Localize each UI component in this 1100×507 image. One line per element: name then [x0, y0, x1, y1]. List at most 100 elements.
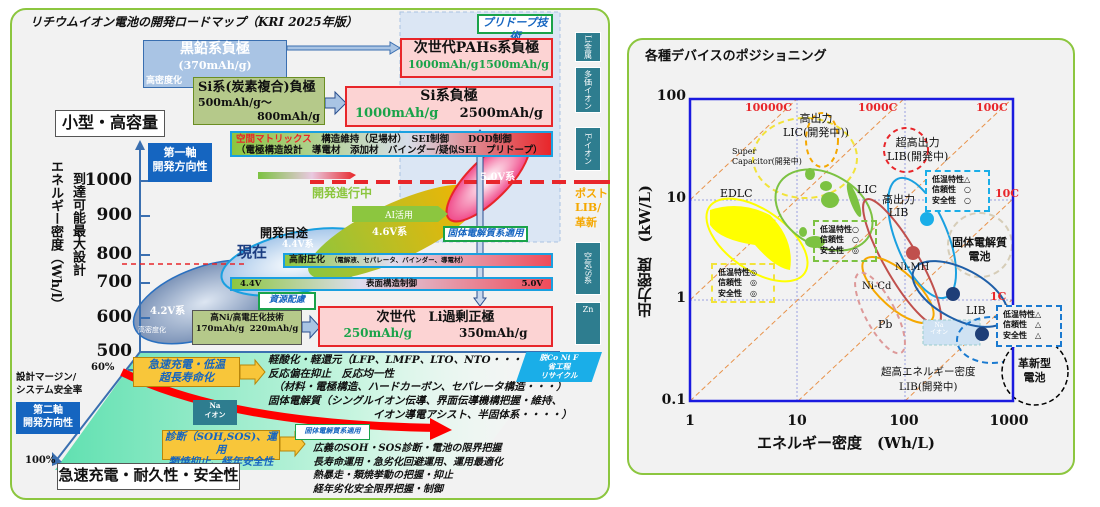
list-item: イオン導電アシスト、半固体系・・・・）: [268, 408, 572, 421]
arrow-si: [324, 90, 347, 116]
spatial-matrix-banner: 空間マトリックス 構造維持（足場材） SEI制御 DOD制御 （電極構造設計 導…: [230, 131, 553, 157]
label-innovative-battery: 革新型 電池: [1018, 357, 1051, 385]
label-ni-mh: Ni-MH: [895, 262, 930, 273]
solid-electrolyte-apply-label: 固体電解質系適用: [443, 226, 528, 242]
post-zinc: Zn: [575, 302, 601, 345]
list-item: 固体電解質（シングルイオン伝導、界面伝導機構把握・維持、: [268, 394, 562, 407]
y-tick-100: 100: [656, 88, 686, 104]
c-rate-lines: [690, 99, 1013, 401]
y-axis-label: エネルギー密度（Wh/l）: [48, 160, 63, 311]
lib-point-1: [946, 287, 960, 301]
second-axis-arrowhead: [52, 452, 62, 466]
rating-line: 信頼性 ○: [820, 234, 859, 245]
post-li-metal: Li金属: [575, 32, 601, 62]
high-power-lib-point: [920, 212, 934, 226]
arrow-graphite: [286, 41, 401, 55]
rating-line: 安全性 ◎: [718, 287, 757, 298]
lic-data-blobs: [799, 168, 862, 248]
target-label: 開発目途: [260, 226, 309, 240]
c-label-1c: 1C: [990, 290, 1007, 303]
label-edlc: EDLC: [720, 187, 753, 200]
c-label-10c: 10C: [995, 187, 1019, 200]
ultra-high-power-lib-region: [883, 127, 929, 173]
super-capacitor-region: [752, 117, 858, 199]
rating-line: 信頼性 ◎: [718, 277, 757, 288]
list-item: 軽酸化・軽還元（LFP、LMFP、LTO、NTO・・・・: [268, 354, 533, 366]
now-label: 現在: [237, 243, 268, 261]
pb-region: [854, 271, 906, 355]
pct-100: 100%: [25, 455, 56, 466]
matrix-line-1: 構造維持（足場材） SEI制御 DOD制御: [321, 134, 512, 145]
v44-label: 4.4V系: [282, 240, 314, 250]
predope-label: プリドープ技術: [477, 14, 553, 43]
list-item: 広義のSOH・SOS診断・電池の限界把握: [313, 443, 502, 454]
label-pb: Pb: [878, 318, 893, 331]
rating-line: 安全性 ◎: [820, 244, 859, 255]
si-value-1: 1000mAh/g: [355, 105, 439, 121]
y-tick-600: 600: [96, 307, 133, 327]
diagnosis-list: 広義のSOH・SOS診断・電池の限界把握 長寿命運用・急劣化回避運用、運用最適化…: [313, 442, 503, 496]
ai-arrow: [352, 206, 448, 222]
red-curve-arrowhead: [430, 418, 452, 440]
si-value-2: 2500mAh/g: [459, 105, 543, 121]
pahs-value-2: 1500mAh/g: [478, 57, 550, 71]
li-rich-value-2: 350mAh/g: [458, 326, 528, 341]
matrix-title: 空間マトリックス: [236, 134, 312, 145]
ai-label: AI活用: [385, 211, 414, 221]
y-tick-0.1: 0.1: [661, 392, 686, 408]
si-carbon-value-1: 500mAh/g～: [198, 96, 272, 110]
small-high-capacity-label: 小型・高容量: [55, 110, 165, 137]
high-voltage-bar: 高耐圧化 （電解液、セパレータ、バインダー、導電材）: [283, 253, 553, 268]
y-tick-1: 1: [676, 290, 686, 306]
rating-box-edlc: 低温特性◎信頼性 ◎安全性 ◎: [711, 263, 775, 303]
pct-60: 60%: [91, 362, 115, 373]
high-ni-value-2: 220mAh/g: [249, 323, 299, 334]
label-high-power-lic: 高出力 LIC(開発中)): [783, 112, 849, 139]
label-solid-state-battery: 固体電解質 電池: [952, 236, 1007, 264]
label-high-power-lib: 高出力 LIB: [882, 193, 915, 220]
surface-right: 5.0V: [521, 279, 543, 289]
rating-box-lic: 低温特性○信頼性 ○安全性 ◎: [813, 220, 877, 262]
na-ion-box: Na イオン: [193, 400, 237, 425]
y-tick-10: 10: [666, 190, 686, 206]
label-ultra-high-energy-lib: 超高エネルギー密度 LIB(開発中): [881, 366, 976, 393]
rating-line: 低温特性◎: [718, 267, 757, 277]
roadmap-title: リチウムイオン電池の開発ロードマップ（KRI 2025年版）: [30, 15, 358, 29]
x-tick-1000: 1000: [989, 413, 1029, 429]
list-item: （材料・電極構造、ハードカーボン、セパレータ構造・・・）: [268, 381, 567, 394]
graphite-note: 高密度化: [146, 75, 183, 86]
list-item: 反応偏在抑止 反応均一性: [268, 367, 394, 380]
arrow-highni: [301, 314, 321, 340]
progress-arrow: [258, 172, 356, 179]
rating-line: 低温特性○: [820, 224, 859, 234]
fast-charge-list: 軽酸化・軽還元（LFP、LMFP、LTO、NTO・・・・ 反応偏在抑止 反応均一…: [268, 354, 572, 422]
lib-point-2: [975, 327, 989, 341]
c-label-1000c: 1000C: [858, 101, 898, 114]
rating-line: 信頼性 △: [1003, 319, 1042, 330]
rating-line: 低温特性△: [1003, 309, 1042, 319]
high-ni-value-1: 170mAh/g: [195, 323, 245, 334]
second-axis-label: 第二軸 開発方向性: [16, 402, 80, 434]
y-tick-800: 800: [96, 244, 133, 264]
v42-label: 4.2V系: [150, 306, 186, 317]
solid-electrolyte-apply-label-2: 固体電解質系適用: [295, 424, 370, 440]
label-lib: LIB: [966, 304, 986, 317]
rating-line: 低温特性△: [932, 174, 971, 184]
fast-charge-arrow: [239, 358, 266, 386]
post-fluoride-ion: F-イオン: [575, 127, 601, 171]
label-na-ion: Na イオン: [930, 322, 949, 337]
y-tick-900: 900: [96, 205, 133, 225]
x-tick-10: 10: [787, 413, 807, 429]
resource-label: 資源配慮: [258, 292, 316, 310]
y-tick-1000: 1000: [84, 170, 132, 190]
pahs-name: 次世代PAHs系負極: [413, 40, 540, 56]
y-tick-700: 700: [96, 272, 133, 292]
x-tick-1: 1: [685, 413, 695, 429]
post-air-sulfur: 空気/S系: [575, 242, 601, 295]
